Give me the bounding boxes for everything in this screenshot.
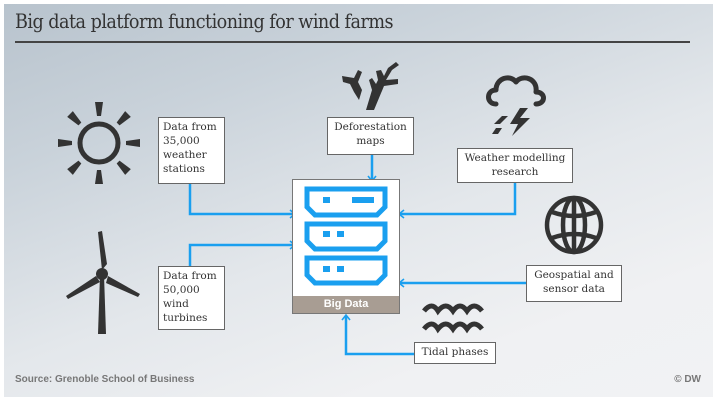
label-weather-stations: Data from 35,000 weather stations [158,117,225,184]
label-line: Geospatial and [534,269,614,281]
waves-icon [422,303,484,334]
label-wind-turbines: Data from 50,000 wind turbines [158,266,225,330]
server-stack-icon [304,186,388,286]
label-line: Data from [163,121,217,133]
label-line: 50,000 [163,284,200,296]
label-geospatial: Geospatial and sensor data [526,265,622,302]
label-line: Data from [163,270,217,282]
label-line: wind [163,298,189,310]
label-line: research [491,166,539,178]
label-weather-modelling: Weather modelling research [457,148,573,183]
title-divider [15,41,690,43]
label-line: Weather modelling [464,152,566,164]
globe-icon [544,195,604,255]
sun-icon [58,102,140,184]
big-data-label: Big Data [293,296,399,313]
arrowhead-tidal [341,313,351,321]
page-title: Big data platform functioning for wind f… [15,9,394,33]
label-line: turbines [163,312,208,324]
connector-weather-stations [188,183,294,216]
dead-tree-icon [342,62,399,110]
source-note: Source: Grenoble School of Business [15,374,195,385]
label-line: weather [163,149,207,161]
label-line: 35,000 [163,135,200,147]
label-line: sensor data [543,283,605,295]
label-tidal: Tidal phases [414,342,496,364]
big-data-box: Big Data [292,179,400,314]
storm-cloud-icon [486,75,546,136]
wind-turbine-icon [66,231,140,334]
connector-weather-modelling [400,183,517,216]
label-line: Deforestation [334,121,407,133]
connector-wind-turbines [188,243,294,268]
label-line: maps [356,135,385,147]
label-deforestation: Deforestation maps [327,117,414,155]
label-line: Tidal phases [421,346,489,358]
connector-tidal [344,316,415,356]
label-line: stations [163,163,205,175]
copyright: © DW [674,374,701,385]
